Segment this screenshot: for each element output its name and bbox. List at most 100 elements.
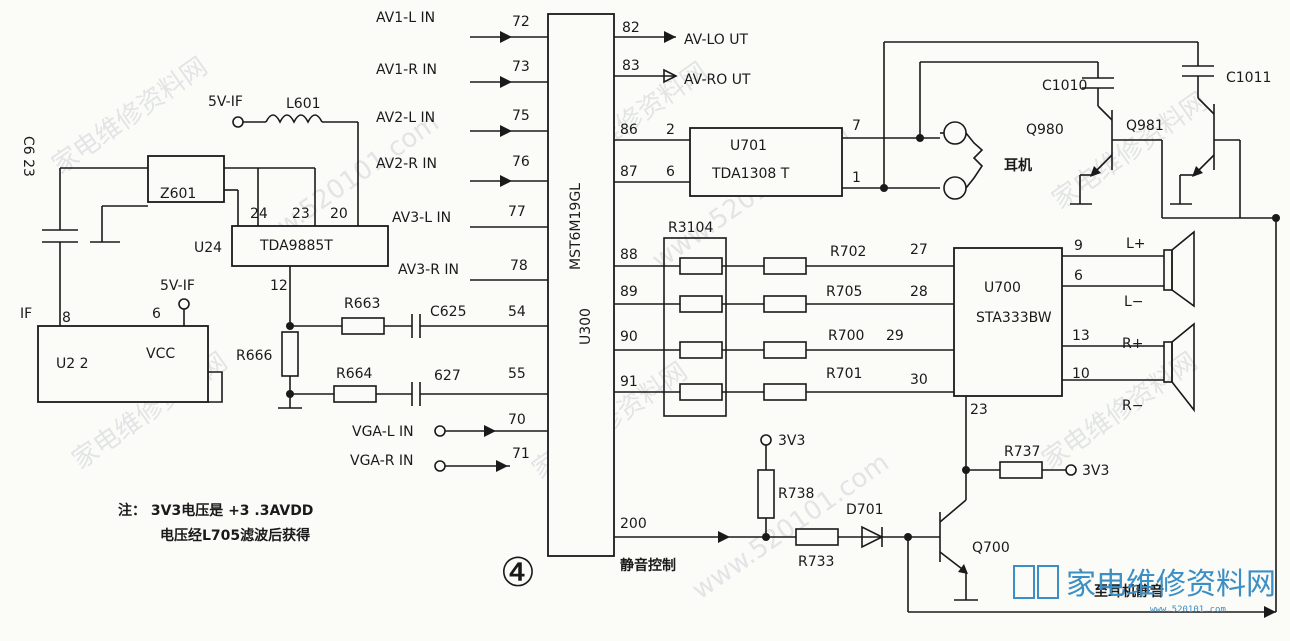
r666-label: R666: [236, 348, 273, 364]
pin-89: 89: [620, 284, 638, 300]
vga-r-in-label: VGA-R IN: [350, 453, 414, 469]
pin-82: 82: [622, 20, 640, 36]
tda9885t-label: TDA9885T: [259, 238, 333, 254]
pin-55: 55: [508, 366, 526, 382]
c1011-label: C1011: [1226, 70, 1271, 86]
pin-72: 72: [512, 14, 530, 30]
pin-70: 70: [508, 412, 526, 428]
l601-label: L601: [286, 96, 321, 112]
av2-l-in-label: AV2-L IN: [376, 110, 435, 126]
av-l-out-label: AV-LO UT: [684, 32, 749, 48]
u24-label: U24: [194, 240, 222, 256]
r738-label: R738: [778, 486, 814, 502]
r3104-label: R3104: [668, 220, 713, 236]
l-minus-label: L−: [1124, 294, 1144, 310]
amp-input-resistors: [614, 257, 954, 401]
speaker-r-icon: [1062, 322, 1195, 413]
watermark-text: 家电维修资料网: [1047, 87, 1213, 216]
pin-77: 77: [508, 204, 526, 220]
u700-chip: [953, 247, 1063, 397]
r664-label: R664: [336, 366, 373, 382]
r733-label: R733: [798, 554, 834, 570]
av2-r-in-label: AV2-R IN: [376, 156, 437, 172]
pin-200: 200: [620, 516, 647, 532]
tda1308-label: TDA1308 T: [711, 166, 790, 182]
tda9885-pin-24: 24: [250, 206, 268, 222]
r705-label: R705: [826, 284, 862, 300]
u22-pin-8: 8: [62, 310, 71, 326]
pin-91: 91: [620, 374, 638, 390]
u700-pin-29: 29: [886, 328, 904, 344]
mute-control-label: 静音控制: [620, 557, 676, 574]
av1-r-in-label: AV1-R IN: [376, 62, 437, 78]
circled-number-4: ④: [500, 550, 536, 596]
av1-l-in-label: AV1-L IN: [376, 10, 435, 26]
av3-r-in-label: AV3-R IN: [398, 262, 459, 278]
c627-label: 627: [434, 368, 461, 384]
u701-pin-7: 7: [852, 118, 861, 134]
av-output-lines: [614, 31, 678, 84]
mute-control-circuit: [614, 396, 1276, 618]
u701-label: U701: [730, 138, 767, 154]
pin-88: 88: [620, 247, 638, 263]
note-line-2: 电压经L705滤波后获得: [160, 527, 310, 544]
q981-label: Q981: [1126, 118, 1164, 134]
logo-text: 家电维修资料网: [1066, 567, 1276, 602]
u700-pin-27: 27: [910, 242, 928, 258]
headphone-jack-icon: [842, 121, 984, 200]
5v-if-label: 5V-IF: [208, 94, 243, 110]
vcc-label: VCC: [146, 346, 175, 362]
5v-if-label-2: 5V-IF: [160, 278, 195, 294]
site-logo: 家电维修资料网 www.520101.com: [1013, 565, 1276, 615]
pin-78: 78: [510, 258, 528, 274]
r-plus-label: R+: [1122, 336, 1143, 352]
pin-83: 83: [622, 58, 640, 74]
speaker-l-icon: [1062, 230, 1195, 308]
pin-76: 76: [512, 154, 530, 170]
headphone-label: 耳机: [1004, 157, 1032, 174]
u701-pin-1: 1: [852, 170, 861, 186]
3v3-label-a: 3V3: [778, 433, 805, 449]
tda9885-pin-12: 12: [270, 278, 288, 294]
logo-url: www.520101.com: [1150, 605, 1226, 615]
3v3-label-b: 3V3: [1082, 463, 1109, 479]
z601-label: Z601: [160, 186, 196, 202]
av-input-lines: [434, 31, 548, 472]
q700-label: Q700: [972, 540, 1010, 556]
tda9885-pin-23: 23: [292, 206, 310, 222]
tuner-if-circuit: [37, 114, 548, 409]
l-plus-label: L+: [1126, 236, 1146, 252]
u701-chip: [689, 127, 843, 197]
pin-86: 86: [620, 122, 638, 138]
to-headphone-mute-label: 至耳机静音: [1094, 583, 1164, 600]
u700-pin-9: 9: [1074, 238, 1083, 254]
pin-73: 73: [512, 59, 530, 75]
q980-label: Q980: [1026, 122, 1064, 138]
vga-l-in-label: VGA-L IN: [352, 424, 414, 440]
u700-pin-30: 30: [910, 372, 928, 388]
av3-l-in-label: AV3-L IN: [392, 210, 451, 226]
r663-label: R663: [344, 296, 380, 312]
u22-pin-6: 6: [152, 306, 161, 322]
pin-90: 90: [620, 329, 638, 345]
av-r-out-label: AV-RO UT: [684, 72, 751, 88]
note-line-1: 注： 3V3电压是 +3 .3AVDD: [118, 502, 313, 519]
r702-label: R702: [830, 244, 866, 260]
pin-75: 75: [512, 108, 530, 124]
c625-label: C625: [430, 304, 467, 320]
u701-pin-6: 6: [666, 164, 675, 180]
d701-label: D701: [846, 502, 884, 518]
u700-pin-6: 6: [1074, 268, 1083, 284]
u700-pin-10: 10: [1072, 366, 1090, 382]
u22-label: U2 2: [56, 356, 89, 372]
sta333bw-label: STA333BW: [976, 310, 1052, 326]
c623-label: C6 23: [20, 136, 36, 177]
u700-label: U700: [984, 280, 1021, 296]
r3104-network: [663, 237, 727, 417]
r-minus-label: R−: [1122, 398, 1143, 414]
pin-71: 71: [512, 446, 530, 462]
mst6m19gl-label: MST6M19GL: [568, 183, 584, 270]
pin-54: 54: [508, 304, 526, 320]
